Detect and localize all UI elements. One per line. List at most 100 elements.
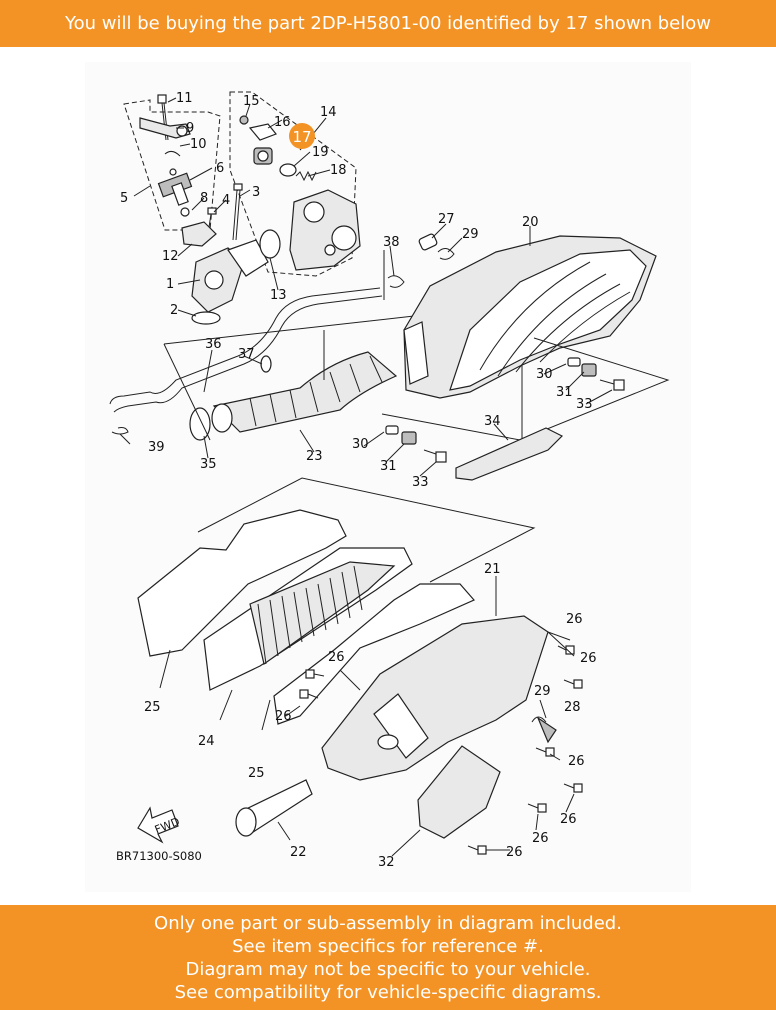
callout-23: 23 <box>306 449 323 464</box>
highlighted-callout-17: 17 <box>289 123 315 149</box>
callout-38: 38 <box>383 235 400 250</box>
part-26-screw <box>527 803 547 813</box>
part-13-clamp <box>259 229 281 259</box>
part-35-clamp <box>189 407 211 441</box>
subassembly-outline-5 <box>123 99 221 231</box>
part-26-screw <box>467 845 487 855</box>
callout-30: 30 <box>352 437 369 452</box>
disclaimer-line-4: See compatibility for vehicle-specific d… <box>174 981 602 1003</box>
callout-3: 3 <box>252 185 260 200</box>
callout-39: 39 <box>148 440 165 455</box>
callout-13: 13 <box>270 288 287 303</box>
callout-32: 32 <box>378 855 395 870</box>
part-9-clip <box>139 117 191 139</box>
callout-34: 34 <box>484 414 501 429</box>
top-banner: You will be buying the part 2DP-H5801-00… <box>0 0 776 47</box>
disclaimer-line-1: Only one part or sub-assembly in diagram… <box>154 912 622 934</box>
part-26-screw <box>557 645 575 655</box>
part-3-bolt <box>232 183 243 241</box>
callout-33: 33 <box>412 475 429 490</box>
callout-20: 20 <box>522 215 539 230</box>
part-30-collar <box>567 357 581 367</box>
callout-15: 15 <box>243 94 260 109</box>
top-banner-text: You will be buying the part 2DP-H5801-00… <box>65 13 711 34</box>
part-25-gasket <box>273 583 475 725</box>
callout-5: 5 <box>120 191 128 206</box>
callout-8: 8 <box>200 191 208 206</box>
callout-leaders <box>159 576 575 857</box>
callout-19: 19 <box>312 145 329 160</box>
part-29-clip <box>531 716 547 723</box>
part-30-collar <box>385 425 399 435</box>
part-12-holder <box>181 221 217 247</box>
part-29-clip <box>437 248 455 260</box>
callout-11: 11 <box>176 91 193 106</box>
leader-frame-left <box>163 343 211 441</box>
callout-29: 29 <box>534 684 551 699</box>
diagram-ref-code: BR71300-S080 <box>116 849 202 863</box>
callout-26: 26 <box>566 612 583 627</box>
part-22-funnel <box>235 779 313 837</box>
callout-35: 35 <box>200 457 217 472</box>
part-26-screw <box>305 669 325 679</box>
part-19-o-ring <box>279 163 297 177</box>
part-31-grommet <box>581 363 597 377</box>
part-18-spring <box>295 170 317 182</box>
part-39-clip <box>111 427 129 435</box>
callout-31: 31 <box>380 459 397 474</box>
disclaimer-line-2: See item specifics for reference #. <box>232 935 544 957</box>
callout-22: 22 <box>290 845 307 860</box>
part-26-screw <box>535 747 555 757</box>
callout-26: 26 <box>275 709 292 724</box>
disclaimer-line-3: Diagram may not be specific to your vehi… <box>185 958 591 980</box>
part-8-seal <box>180 207 190 217</box>
part-6-injector <box>157 168 193 206</box>
part-23-intake-duct <box>211 351 398 433</box>
callout-26: 26 <box>560 812 577 827</box>
part-32-cover <box>417 745 501 839</box>
part-2-o-ring <box>191 311 221 325</box>
callout-14: 14 <box>320 105 337 120</box>
callout-25: 25 <box>248 766 265 781</box>
callout-26: 26 <box>532 831 549 846</box>
part-26-screw <box>299 689 319 699</box>
callout-31: 31 <box>556 385 573 400</box>
part-36-hose <box>109 287 381 405</box>
callout-1: 1 <box>166 277 174 292</box>
part-37-clip <box>260 355 272 373</box>
part-33-bolt <box>599 379 625 391</box>
callout-4: 4 <box>222 193 230 208</box>
part-25-gasket <box>137 509 347 657</box>
part-1-joint <box>191 239 269 313</box>
callout-29: 29 <box>462 227 479 242</box>
part-10-clip <box>164 150 181 157</box>
callout-26: 26 <box>580 651 597 666</box>
callout-37: 37 <box>238 347 255 362</box>
part-16-bracket <box>248 123 277 141</box>
throttle-body <box>289 189 361 271</box>
callout-30: 30 <box>536 367 553 382</box>
part-33-bolt <box>423 449 447 463</box>
part-17-sensor <box>253 147 273 165</box>
callout-10: 10 <box>190 137 207 152</box>
part-26-screw <box>563 679 583 689</box>
part-20-air-case <box>403 235 657 399</box>
part-36-hose-edge <box>113 295 383 413</box>
callout-27: 27 <box>438 212 455 227</box>
part-21-case-cover <box>321 615 549 781</box>
part-34-cover <box>455 427 564 481</box>
callout-18: 18 <box>330 163 347 178</box>
callout-12: 12 <box>162 249 179 264</box>
part-31-grommet <box>401 431 417 445</box>
callout-26: 26 <box>506 845 523 860</box>
part-28-drain <box>536 716 557 744</box>
callout-33: 33 <box>576 397 593 412</box>
callout-21: 21 <box>484 562 501 577</box>
part-26-screw <box>563 783 583 793</box>
callout-2: 2 <box>170 303 178 318</box>
callout-24: 24 <box>198 734 215 749</box>
leader-frame-upper <box>163 315 415 345</box>
highlighted-callout-number: 17 <box>292 128 311 146</box>
leader-frame-right <box>381 337 670 441</box>
